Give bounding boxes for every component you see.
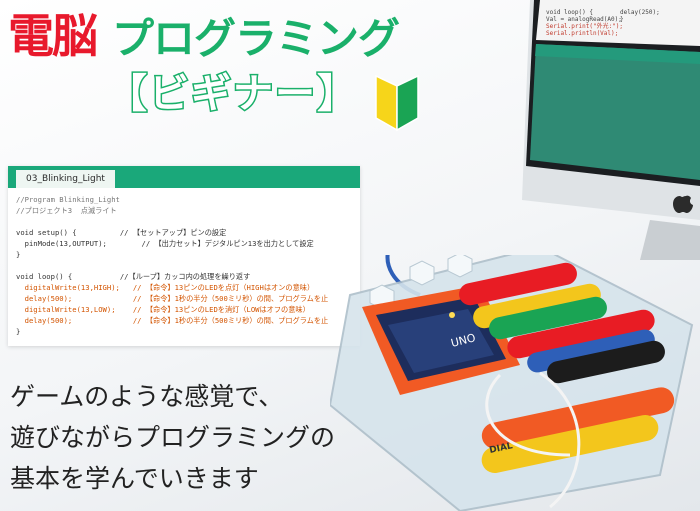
code-line: //プロジェクト3 点滅ライト xyxy=(16,206,117,215)
tagline: ゲームのような感覚で、 遊びながらプログラミングの 基本を学んでいきます xyxy=(10,376,450,499)
dial-label: DIAL xyxy=(489,441,514,456)
code-line: digitalWrite(13,HIGH); // 【命令】13ピンのLEDを点… xyxy=(16,283,315,292)
code-line: //Program Blinking_Light xyxy=(16,195,120,204)
code-tab[interactable]: 03_Blinking_Light xyxy=(16,170,115,188)
monitor-code-line: } xyxy=(620,16,624,23)
code-line: digitalWrite(13,LOW); // 【命令】13ピンのLEDを消灯… xyxy=(16,305,310,314)
monitor-illustration: void loop() { Val = analogRead(A0); Seri… xyxy=(522,0,700,260)
code-line: } xyxy=(16,250,21,259)
apple-logo-icon xyxy=(673,195,693,213)
monitor-code-line: Val = analogRead(A0); xyxy=(546,16,622,23)
code-tab-bar: 03_Blinking_Light xyxy=(8,166,360,188)
code-body: //Program Blinking_Light //プロジェクト3 点滅ライト… xyxy=(8,188,360,337)
circuit-board-illustration: UNO DIAL xyxy=(330,255,694,511)
tagline-line-1: ゲームのような感覚で、 xyxy=(10,382,284,411)
code-line: } xyxy=(16,327,21,336)
monitor-code-line: delay(250); xyxy=(620,9,660,16)
code-line: delay(500); // 【命令】1秒の半分（500ミリ秒）の間、プログラム… xyxy=(16,294,329,303)
beginner-mark-icon xyxy=(375,74,419,132)
code-line: pinMode(13,OUTPUT); // 【出力セット】デジタルピン13を出… xyxy=(16,239,314,248)
monitor-code-line: Serial.println(Val); xyxy=(546,30,618,37)
title-kanji: 電脳 xyxy=(8,9,98,63)
monitor-code-line: Serial.print("外光:"); xyxy=(546,22,623,30)
code-editor-panel: 03_Blinking_Light //Program Blinking_Lig… xyxy=(8,166,360,346)
code-line: delay(500); // 【命令】1秒の半分（500ミリ秒）の間、プログラム… xyxy=(16,316,329,325)
title-subtitle: 【ビギナー】 xyxy=(106,70,359,119)
arduino-label: UNO xyxy=(450,331,478,350)
code-line xyxy=(16,216,352,227)
snap-parts: DIAL xyxy=(459,262,675,474)
code-line: void loop() { //【ループ】カッコ内の処理を繰り返す xyxy=(16,272,251,281)
tagline-line-3: 基本を学んでいきます xyxy=(10,464,259,493)
monitor-code-line: void loop() { xyxy=(546,9,593,16)
title-kana: プログラミング xyxy=(112,14,400,63)
tagline-line-2: 遊びながらプログラミングの xyxy=(10,423,336,452)
code-line xyxy=(16,260,352,271)
code-line: void setup() { // 【セットアップ】ピンの設定 xyxy=(16,228,227,237)
